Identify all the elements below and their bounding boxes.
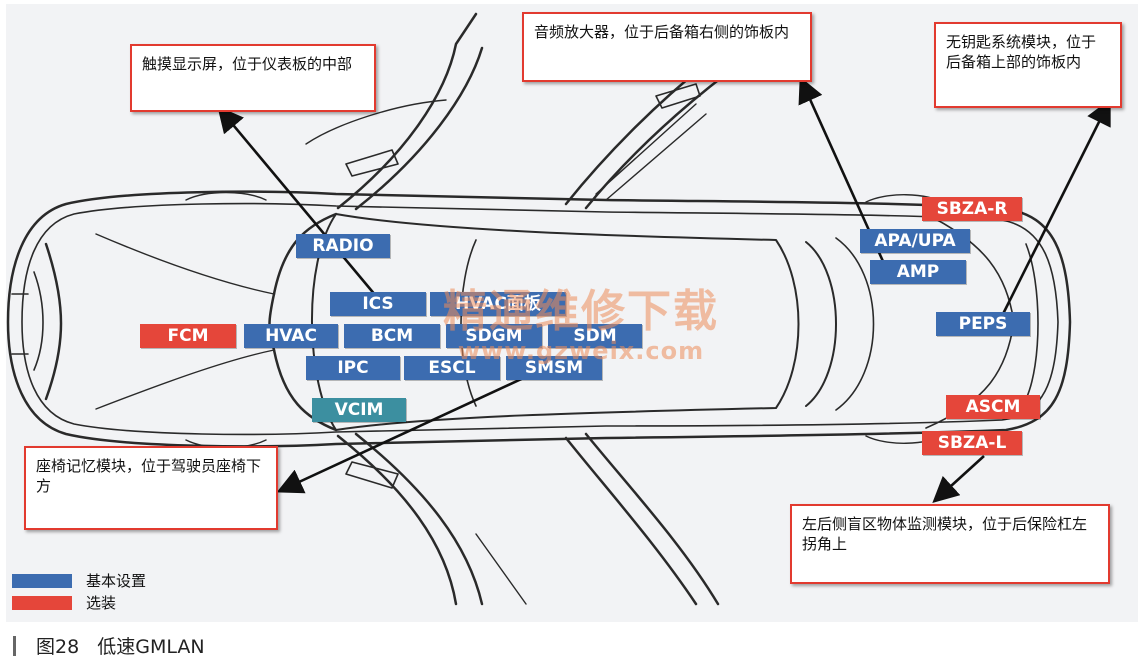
- module-ascm: ASCM: [946, 395, 1040, 419]
- module-sbza-r: SBZA-R: [922, 197, 1022, 221]
- module-ics: ICS: [330, 292, 426, 316]
- module-peps: PEPS: [936, 312, 1030, 336]
- module-fcm: FCM: [140, 324, 236, 348]
- legend-label-optional: 选装: [86, 594, 117, 612]
- vehicle-outline: [6, 12, 1111, 606]
- module-hvac-panel: HVAC面板: [430, 292, 566, 316]
- module-sdgm: SDGM: [446, 324, 542, 348]
- legend-label-basic: 基本设置: [86, 572, 147, 590]
- legend-swatch-optional: [12, 596, 72, 610]
- leader-seat-memory: [276, 360, 559, 494]
- callout-seat-memory: 座椅记忆模块，位于驾驶员座椅下方: [24, 446, 278, 530]
- leader-touch-display: [217, 106, 377, 297]
- figure-caption: 图28 低速GMLAN: [36, 636, 205, 658]
- module-sdm: SDM: [548, 324, 642, 348]
- module-radio: RADIO: [296, 234, 390, 258]
- callout-keyless: 无钥匙系统模块，位于后备箱上部的饰板内: [934, 22, 1122, 108]
- caption-marker: [13, 636, 16, 656]
- module-amp: AMP: [870, 260, 966, 284]
- leader-keyless: [998, 98, 1111, 321]
- module-bcm: BCM: [344, 324, 440, 348]
- module-sbza-l: SBZA-L: [922, 431, 1022, 455]
- module-ipc: IPC: [306, 356, 400, 380]
- module-smsm: SMSM: [506, 356, 602, 380]
- module-escl: ESCL: [404, 356, 500, 380]
- callout-blind-zone: 左后侧盲区物体监测模块，位于后保险杠左拐角上: [790, 504, 1110, 584]
- module-apa-upa: APA/UPA: [860, 229, 970, 253]
- module-vcim: VCIM: [312, 398, 406, 422]
- callout-audio-amp: 音频放大器，位于后备箱右侧的饰板内: [522, 12, 812, 82]
- legend-swatch-basic: [12, 574, 72, 588]
- leader-blind-zone: [932, 455, 985, 503]
- callout-touch-display: 触摸显示屏，位于仪表板的中部: [130, 44, 376, 112]
- module-hvac: HVAC: [244, 324, 338, 348]
- diagram-panel: RADIO ICS HVAC面板 FCM HVAC BCM SDGM SDM I…: [6, 4, 1138, 622]
